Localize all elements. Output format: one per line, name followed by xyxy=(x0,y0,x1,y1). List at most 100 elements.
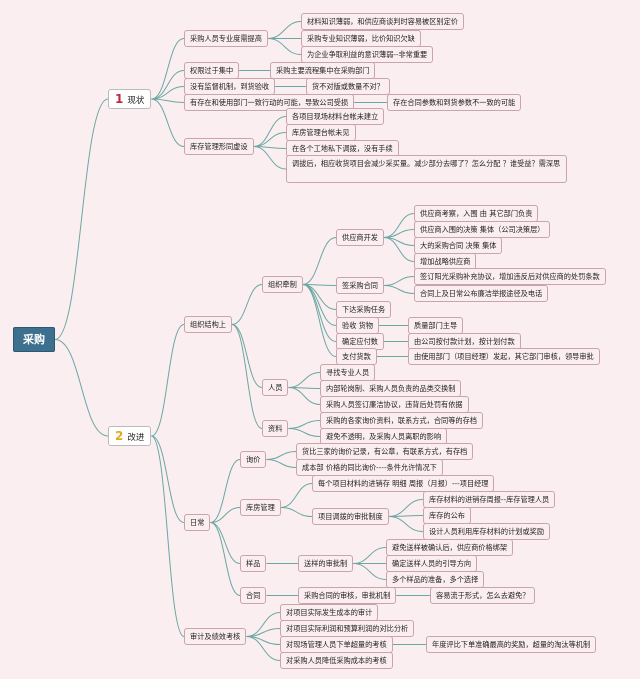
node[interactable]: 供应商开发 xyxy=(336,229,384,246)
node[interactable]: 大的采购合同 决策 集体 xyxy=(414,237,503,254)
node[interactable]: 验收 货物 xyxy=(336,317,380,334)
node[interactable]: 签采购合同 xyxy=(336,277,384,294)
node[interactable]: 由使用部门（项目经理）发起，其它部门审核，领导审批 xyxy=(408,348,600,365)
node[interactable]: 为企业争取利益的意识薄弱--非常重要 xyxy=(301,46,434,63)
connector xyxy=(353,547,387,564)
connector xyxy=(280,483,313,508)
node[interactable]: 货不对版或数量不对？ xyxy=(306,78,390,95)
node[interactable]: 采购合同的审核，审批机制 xyxy=(298,587,397,604)
node[interactable]: 样品 xyxy=(240,555,267,572)
connector xyxy=(266,459,297,468)
connector xyxy=(151,98,185,147)
connector xyxy=(383,285,415,294)
connector xyxy=(383,237,415,262)
node[interactable]: 质量部门主导 xyxy=(408,317,464,334)
node[interactable]: 没有监督机制，到货验收 xyxy=(184,78,276,95)
branch-label: 改进 xyxy=(127,433,145,443)
node[interactable]: 合同 xyxy=(240,587,267,604)
node[interactable]: 寻找专业人员 xyxy=(320,364,376,381)
node[interactable]: 审计及绩效考核 xyxy=(184,628,247,645)
branch-label: 现状 xyxy=(127,96,145,106)
connector xyxy=(151,324,185,437)
node[interactable]: 采购专业知识薄弱，比价知识欠缺 xyxy=(301,30,421,47)
connector xyxy=(302,284,337,357)
connector xyxy=(388,516,424,532)
node[interactable]: 采购人员专业度需提高 xyxy=(184,30,268,47)
node[interactable]: 避免送样被确认后，供应商价格绑架 xyxy=(386,539,514,556)
node[interactable]: 采购人员签订廉洁协议，违背后处罚有依据 xyxy=(320,396,469,413)
node[interactable]: 材料知识薄弱，和供应商谈判时容易被区别定价 xyxy=(301,13,464,30)
node[interactable]: 每个项目材料的进销存 明细 周报（月报）---项目经理 xyxy=(312,475,495,492)
node[interactable]: 库房管理 xyxy=(240,499,281,516)
connector xyxy=(210,507,241,523)
node[interactable]: 多个样品的准备，多个选择 xyxy=(386,571,485,588)
node[interactable]: 设计人员利用库存材料的计划或奖励 xyxy=(423,523,551,540)
node[interactable]: 采购的各家询价资料，联系方式，合同等的存档 xyxy=(320,412,483,429)
connector xyxy=(246,636,281,661)
node[interactable]: 支付货款 xyxy=(336,348,377,365)
node[interactable]: 库存管理形同虚设 xyxy=(184,138,254,155)
node[interactable]: 送样的审批制 xyxy=(298,555,354,572)
root-node[interactable]: 采购 xyxy=(13,327,55,352)
node[interactable]: 增加战略供应商 xyxy=(414,253,477,270)
node[interactable]: 库房管理台帐未见 xyxy=(286,124,356,141)
node[interactable]: 确定应付数 xyxy=(336,333,384,350)
node[interactable]: 询价 xyxy=(240,451,267,468)
connector xyxy=(151,70,185,100)
connector xyxy=(288,387,321,405)
node[interactable]: 确定送样人员的引导方向 xyxy=(386,555,478,572)
node[interactable]: 存在合同参数和到货参数不一致的可能 xyxy=(387,94,522,111)
connector xyxy=(383,276,415,286)
connector xyxy=(288,428,321,437)
node[interactable]: 合同上及日常公布廉洁举报途径及电话 xyxy=(414,285,549,302)
connector xyxy=(231,324,263,429)
node[interactable]: 权限过于集中 xyxy=(184,62,240,79)
node[interactable]: 日常 xyxy=(184,514,211,531)
node[interactable]: 年度评比下单准确最高的奖励，超量的淘汰等机制 xyxy=(426,636,597,653)
node[interactable]: 调拔后，相应收货项目会减少采买量。减少部分去哪了？怎么分配 ？谁受益？需深思 xyxy=(286,155,567,183)
node[interactable]: 人员 xyxy=(262,379,289,396)
node[interactable]: 各项目现场材料台帐未建立 xyxy=(286,108,385,125)
connector xyxy=(266,451,297,460)
connector xyxy=(210,459,241,523)
node[interactable]: 对采购人员降低采购成本的考核 xyxy=(280,652,393,669)
connector xyxy=(288,372,321,388)
connector xyxy=(353,563,387,580)
node[interactable]: 库存的公布 xyxy=(423,507,471,524)
node[interactable]: 供应商考察，入围 由 其它部门负责 xyxy=(414,205,539,222)
node[interactable]: 成本部 价格的同比询价----条件允许情况下 xyxy=(296,459,443,476)
node[interactable]: 签订阳光采购补充协议，增加违反后对供应商的处罚条款 xyxy=(414,268,606,285)
connector xyxy=(231,324,263,388)
number-badge-1: 1 xyxy=(115,92,124,106)
node[interactable]: 下达采购任务 xyxy=(336,301,392,318)
node[interactable]: 资料 xyxy=(262,420,289,437)
node[interactable]: 组织结构上 xyxy=(184,316,232,333)
node[interactable]: 对现场管理人员下单超量的考核 xyxy=(280,636,393,653)
number-badge-2: 2 xyxy=(115,429,124,443)
connector xyxy=(151,435,185,523)
connector xyxy=(54,339,109,437)
connector xyxy=(151,38,185,100)
connector xyxy=(280,507,313,517)
connector xyxy=(302,284,337,342)
connector xyxy=(302,237,337,285)
node[interactable]: 库存材料的进销存周报--库存管理人员 xyxy=(423,491,556,508)
node[interactable]: 货比三家的询价记录，有公章，有联系方式，有存档 xyxy=(296,443,474,460)
node[interactable]: 对项目实际发生成本的审计 xyxy=(280,604,379,621)
node[interactable]: 采购主要流程集中在采购部门 xyxy=(270,62,376,79)
connector xyxy=(150,435,185,637)
node[interactable]: 供应商入围的决策 集体（公司决策层） xyxy=(414,221,551,238)
node[interactable]: 对项目实际利润和预算利润的对比分析 xyxy=(280,620,415,637)
connector xyxy=(54,98,109,340)
node[interactable]: 有存在和使用部门一致行动的可能，导致公司受损 xyxy=(184,94,355,111)
node[interactable]: 容易流于形式，怎么去避免？ xyxy=(430,587,536,604)
node[interactable]: 内部轮岗制、采购人员负责的品类交换制 xyxy=(320,380,462,397)
connector xyxy=(253,116,287,147)
node[interactable]: 组织牵制 xyxy=(262,276,303,293)
connector xyxy=(267,38,302,55)
node[interactable]: 项目调拨的审批制度 xyxy=(312,508,389,525)
connector xyxy=(388,499,424,517)
